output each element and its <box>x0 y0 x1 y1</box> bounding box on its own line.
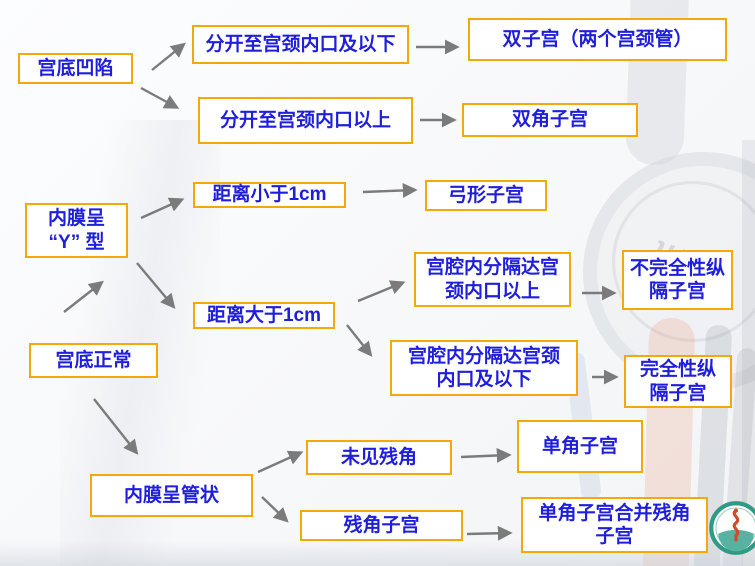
arrow-y-shaped-gt1cm <box>136 262 176 309</box>
arrow-y-shaped-lt1cm <box>140 197 185 220</box>
node-fundus-depressed: 宫底凹陷 <box>18 53 133 84</box>
node-separate-below: 分开至宫颈内口及以下 <box>192 25 409 64</box>
node-rudimentary-horn: 残角子宫 <box>300 510 463 541</box>
arrow-fundus-depressed-separate-above <box>140 86 180 109</box>
arrow-normal-fundus-y-shaped <box>63 280 104 313</box>
arrow-tubular-no-rudimentary <box>257 450 304 474</box>
node-separate-above: 分开至宫颈内口以上 <box>198 97 413 144</box>
node-septum-at-below-os: 宫腔内分隔达宫颈 内口及以下 <box>390 340 578 396</box>
node-complete-septate: 完全性纵 隔子宫 <box>624 355 732 408</box>
node-no-rudimentary-horn: 未见残角 <box>306 440 452 475</box>
arrow-lt1cm-arcuate <box>362 183 418 198</box>
node-unicornuate: 单角子宫 <box>517 420 643 473</box>
node-normal-fundus: 宫底正常 <box>29 343 158 378</box>
node-distance-gt-1cm: 距离大于1cm <box>193 302 335 329</box>
node-distance-lt-1cm: 距离小于1cm <box>193 182 346 208</box>
arrow-no-rudimentary-unicornuate <box>460 448 512 463</box>
node-unicornuate-with-horn: 单角子宫合并残角 子宫 <box>521 497 708 553</box>
node-didelphys: 双子宫（两个宫颈管） <box>468 18 727 61</box>
arrow-rudimentary-unicornuate-with-horn <box>466 525 513 541</box>
node-arcuate: 弓形子宫 <box>425 180 547 211</box>
node-septum-above-os: 宫腔内分隔达宫 颈内口以上 <box>414 252 571 307</box>
node-bicornuate: 双角子宫 <box>462 103 638 137</box>
arrow-tubular-rudimentary <box>261 496 289 523</box>
arrow-gt1cm-septum-above <box>357 280 406 303</box>
arrow-gt1cm-septum-below <box>346 324 373 357</box>
arrow-fundus-depressed-separate-below <box>151 42 186 71</box>
node-endometrium-y-shaped: 内膜呈 “Y” 型 <box>25 203 128 258</box>
node-endometrium-tubular: 内膜呈管状 <box>90 474 253 517</box>
hospital-emblem-icon <box>709 501 755 555</box>
node-incomplete-septate: 不完全性纵 隔子宫 <box>622 250 733 310</box>
arrow-normal-fundus-tubular <box>93 398 139 455</box>
